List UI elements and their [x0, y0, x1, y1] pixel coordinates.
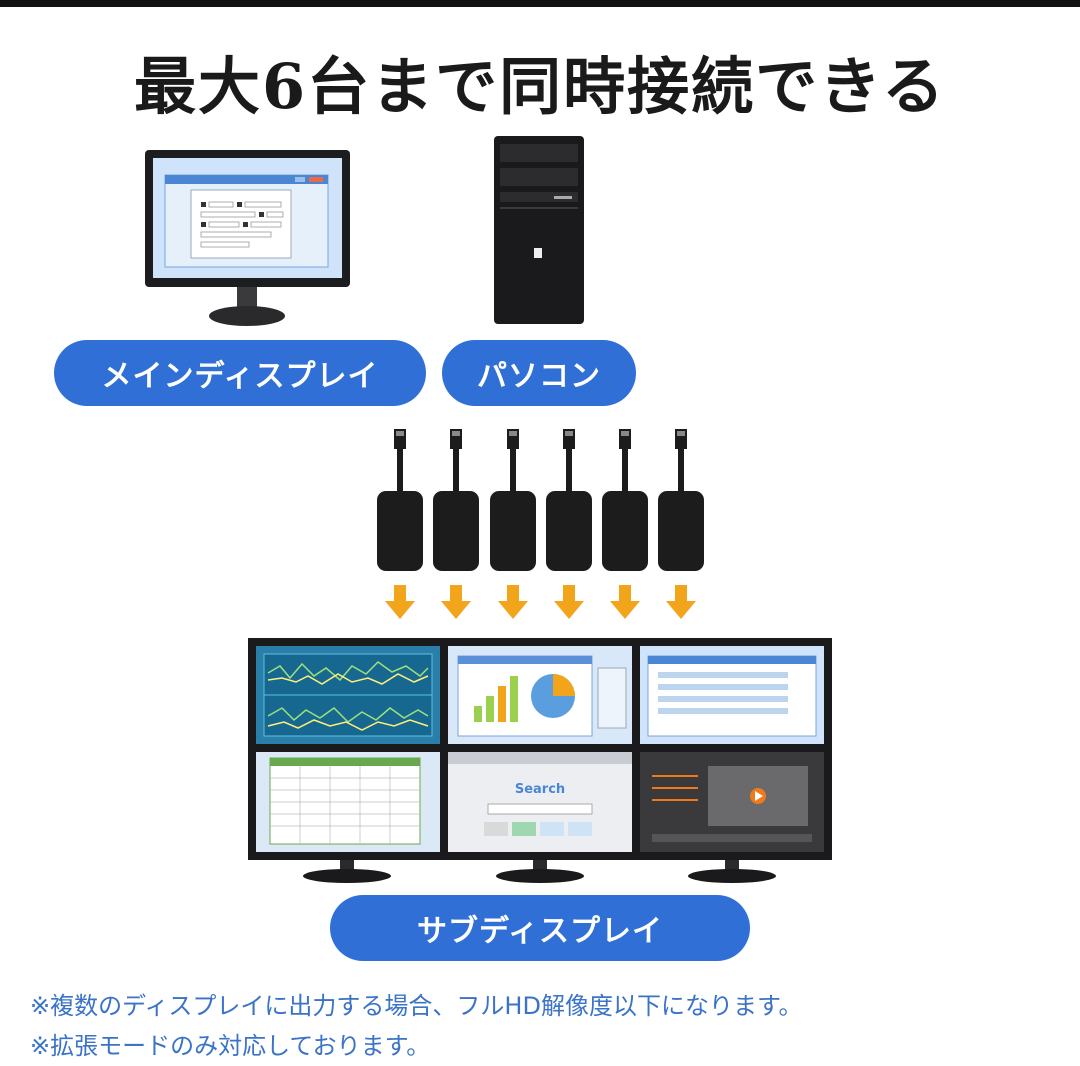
dongle-2: [433, 429, 479, 571]
sub-displays-icon: [248, 638, 832, 883]
note-line-1: ※複数のディスプレイに出力する場合、フルHD解像度以下になります。: [30, 992, 803, 1020]
search-text: Search: [514, 782, 566, 797]
top-border: [0, 0, 1080, 7]
pc-tower-icon: [494, 136, 584, 324]
dongle-4: [546, 429, 592, 571]
down-arrow-icons: [385, 585, 696, 619]
main-display-label: メインディスプレイ: [54, 340, 426, 406]
sub-display-label: サブディスプレイ: [330, 895, 750, 961]
dongle-icons: [377, 429, 704, 571]
pc-label: パソコン: [442, 340, 636, 406]
dongle-6: [658, 429, 704, 571]
note-line-2: ※拡張モードのみ対応しております。: [30, 1032, 431, 1060]
dongle-1: [377, 429, 423, 571]
dongle-3: [490, 429, 536, 571]
main-monitor-icon: [145, 150, 350, 326]
dongle-5: [602, 429, 648, 571]
page-title: 最大6台まで同時接続できる: [134, 50, 946, 123]
